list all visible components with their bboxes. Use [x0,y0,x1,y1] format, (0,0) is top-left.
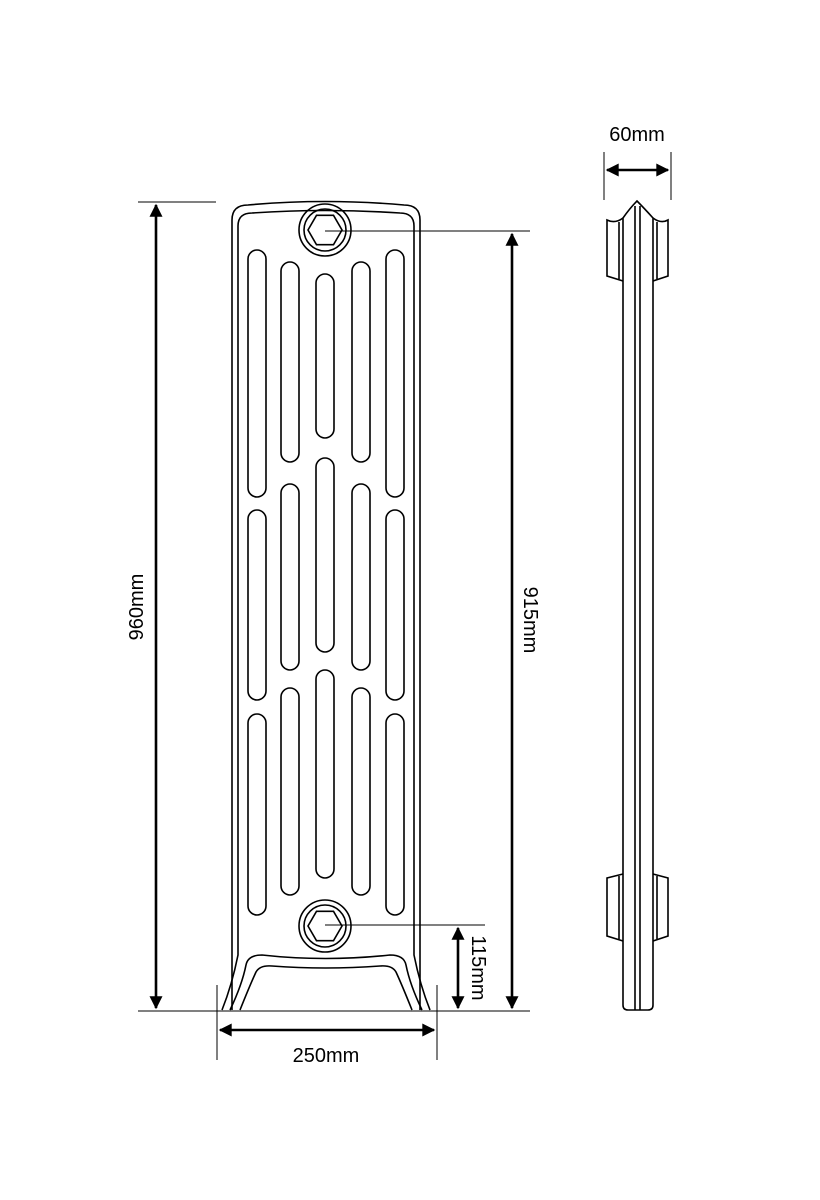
slot [280,261,300,463]
centres-label: 915mm [519,587,541,654]
front-view [221,200,431,1011]
slot [247,713,267,916]
height-label: 960mm [126,574,148,641]
hex-nut-icon [307,214,343,246]
width-label: 250mm [293,1045,360,1067]
hex-nut-icon [307,910,343,942]
slot [247,509,267,701]
slot [247,249,267,498]
slot [315,457,335,653]
bottom-pipe-label: 115mm [467,935,489,1000]
slot [385,249,405,498]
slot [315,273,335,439]
top-valve [298,203,352,257]
front-outline [231,200,421,1010]
depth-label: 60mm [609,124,665,146]
slot [351,483,371,671]
foot-arch-outer [229,954,423,1011]
front-inner-outline [221,209,431,1011]
dimension-lines [138,152,672,1060]
slot [351,687,371,896]
bottom-valve [298,899,352,953]
side-view [606,199,669,1011]
slots [247,249,405,916]
slot [280,483,300,671]
slot [385,713,405,916]
foot-arch-inner [239,965,413,1011]
slot [315,669,335,879]
slot [385,509,405,701]
slot [280,687,300,896]
slot [351,261,371,463]
